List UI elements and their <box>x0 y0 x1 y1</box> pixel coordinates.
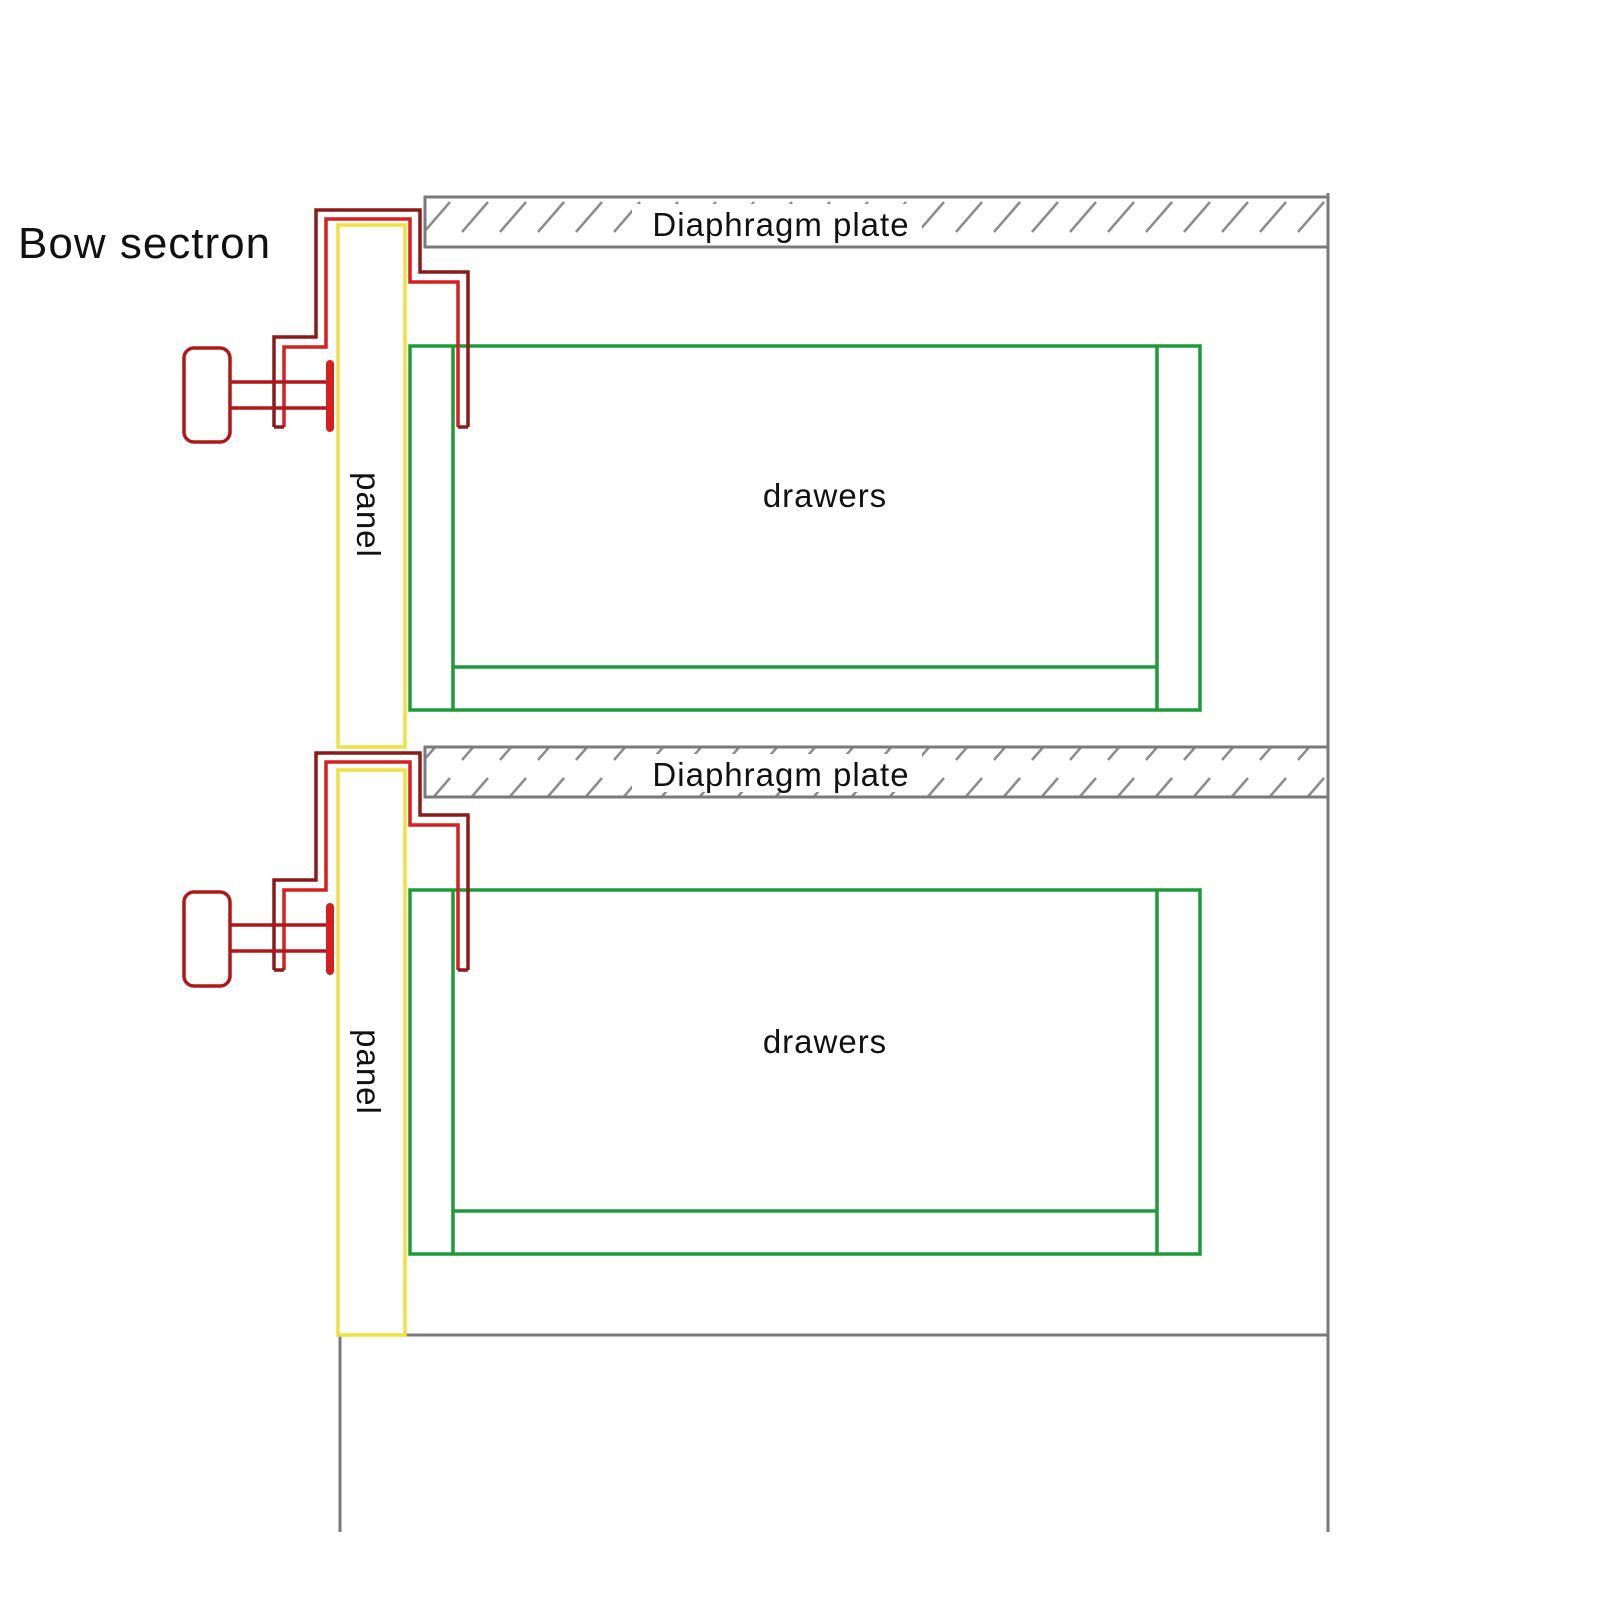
diagram-title: Bow sectron <box>18 219 271 268</box>
section-1: Diaphragm plate drawers panel <box>182 195 1330 749</box>
handle-bracket-outer <box>272 751 470 970</box>
handle-bracket-inner <box>282 760 460 970</box>
drawer <box>408 888 1202 1256</box>
panel-label: panel <box>350 1029 387 1115</box>
bow-handle <box>182 751 470 988</box>
diaphragm-plate: Diaphragm plate <box>423 745 1330 799</box>
diaphragm-plate-label: Diaphragm plate <box>652 206 909 243</box>
handle-knob <box>182 346 232 444</box>
diaphragm-plate-label: Diaphragm plate <box>652 756 909 793</box>
handle-bracket-outer <box>272 208 470 427</box>
cabinet-frame <box>338 193 1330 1532</box>
diaphragm-plate: Diaphragm plate <box>423 195 1330 249</box>
front-panel <box>336 768 407 1337</box>
drawer-label: drawers <box>763 477 887 514</box>
handle-bracket-inner <box>282 217 460 427</box>
bow-handle <box>182 208 470 444</box>
panel-label: panel <box>350 472 387 558</box>
front-panel <box>336 223 407 749</box>
drawer <box>408 344 1202 712</box>
handle-knob <box>182 890 232 988</box>
section-2: Diaphragm plate drawers panel <box>182 745 1330 1337</box>
drawer-label: drawers <box>763 1023 887 1060</box>
